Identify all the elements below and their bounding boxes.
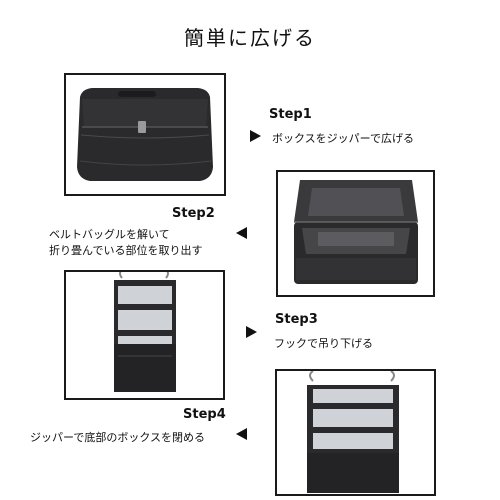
closed-organizer-illustration xyxy=(77,88,213,181)
hanging-organizer-illustration xyxy=(114,272,176,392)
step1-heading: Step1 xyxy=(269,107,312,122)
closed-bottom-organizer-illustration xyxy=(307,371,399,493)
step2-description-line1: ベルトバッグルを解いて xyxy=(49,228,170,241)
step3-description: フックで吊り下げる xyxy=(274,337,373,350)
step4-arrow-icon xyxy=(236,428,247,440)
step4-image xyxy=(275,369,436,496)
step2-arrow-icon xyxy=(236,227,247,239)
step2-image xyxy=(276,170,435,297)
step4-description: ジッパーで底部のボックスを閉める xyxy=(30,431,206,444)
step2-description-line2: 折り畳んでいる部位を取り出す xyxy=(49,244,203,257)
step2-heading: Step2 xyxy=(172,206,215,221)
step1-arrow-icon xyxy=(250,130,261,142)
step4-heading: Step4 xyxy=(183,407,226,422)
step3-arrow-icon xyxy=(246,326,257,338)
step3-image xyxy=(64,270,225,400)
step1-description: ボックスをジッパーで広げる xyxy=(272,132,415,145)
page-title: 簡単に広げる xyxy=(184,26,316,50)
step1-image xyxy=(64,73,226,196)
step3-heading: Step3 xyxy=(275,312,318,327)
opened-organizer-illustration xyxy=(294,180,418,284)
